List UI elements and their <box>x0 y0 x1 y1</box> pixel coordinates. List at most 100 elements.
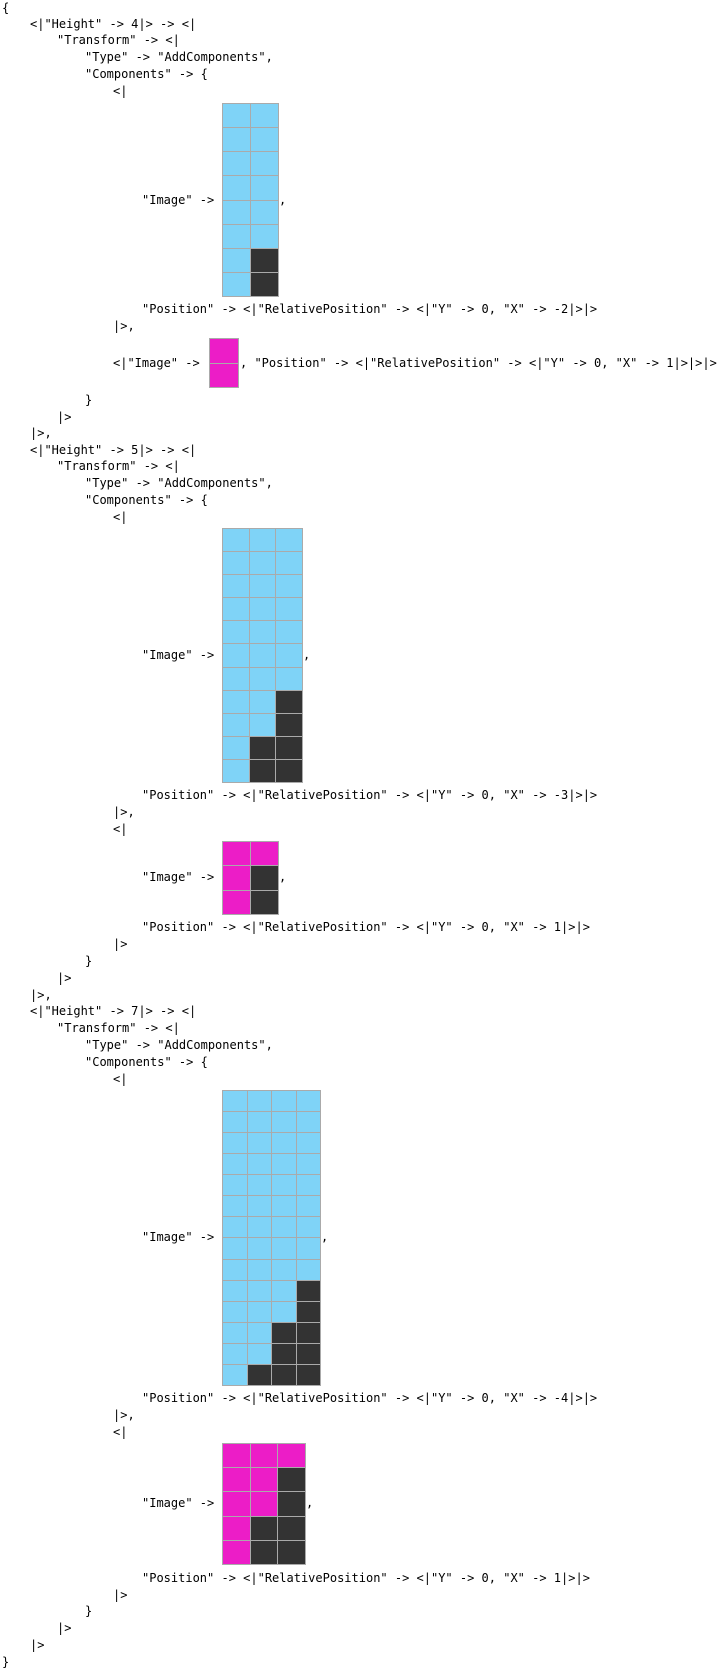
image-cell <box>223 644 249 667</box>
code-line: "Transform" -> <| <box>57 459 180 473</box>
image-cell <box>272 1175 296 1196</box>
code-line: |>, <box>113 1408 135 1422</box>
code-line: "Image" -> <box>142 1496 215 1510</box>
code-line: "Position" -> <|"RelativePosition" -> <|… <box>142 1571 590 1585</box>
image-cell <box>223 1364 247 1385</box>
image-cell <box>223 621 249 644</box>
code-line: "Position" -> <|"RelativePosition" -> <|… <box>142 1391 598 1405</box>
image-cell <box>249 598 276 621</box>
image-cell <box>249 690 276 713</box>
code-line: "Image" -> <box>142 648 215 662</box>
image-cell <box>276 598 302 621</box>
image-cell <box>249 644 276 667</box>
component-image <box>222 1443 306 1565</box>
image-cell <box>250 1444 278 1468</box>
image-cell <box>251 200 278 224</box>
code-line: { <box>2 1 10 15</box>
image-cell <box>251 152 278 176</box>
image-cell <box>296 1217 320 1238</box>
code-line: , <box>279 870 287 884</box>
code-line: "Image" -> <box>142 1230 215 1244</box>
image-cell <box>223 1444 250 1468</box>
image-cell <box>276 690 302 713</box>
image-cell <box>296 1133 320 1154</box>
image-cell <box>249 529 276 552</box>
code-line: |> <box>113 937 128 951</box>
image-cell <box>296 1154 320 1175</box>
image-cell <box>247 1364 271 1385</box>
image-cell <box>278 1516 305 1540</box>
image-cell <box>276 621 302 644</box>
component-image <box>222 103 279 297</box>
image-cell <box>223 598 249 621</box>
image-cell <box>251 176 278 200</box>
image-cell <box>272 1301 296 1322</box>
component-image <box>222 528 303 783</box>
code-line: "Components" -> { <box>85 1055 208 1069</box>
image-cell <box>210 363 238 387</box>
code-line: "Position" -> <|"RelativePosition" -> <|… <box>142 302 598 316</box>
image-cell <box>296 1280 320 1301</box>
image-cell <box>272 1238 296 1259</box>
image-cell <box>251 272 278 296</box>
image-cell <box>223 1322 247 1343</box>
image-cell <box>223 128 250 152</box>
image-cell <box>249 759 276 782</box>
image-cell <box>223 890 250 914</box>
image-cell <box>251 248 278 272</box>
image-cell <box>249 575 276 598</box>
image-cell <box>223 200 250 224</box>
component-image <box>209 338 239 388</box>
image-cell <box>223 667 249 690</box>
image-cell <box>223 104 250 128</box>
image-cell <box>278 1540 305 1564</box>
image-cell <box>223 1238 247 1259</box>
code-line: <|"Height" -> 5|> -> <| <box>30 443 197 457</box>
image-cell <box>223 842 250 866</box>
image-cell <box>247 1112 271 1133</box>
component-image <box>222 1090 321 1386</box>
image-cell <box>272 1154 296 1175</box>
image-cell <box>272 1217 296 1238</box>
code-line: "Components" -> { <box>85 67 208 81</box>
image-cell <box>296 1259 320 1280</box>
image-cell <box>249 713 276 736</box>
image-cell <box>247 1301 271 1322</box>
code-line: "Type" -> "AddComponents", <box>85 1038 273 1052</box>
image-cell <box>247 1259 271 1280</box>
image-cell <box>223 759 249 782</box>
image-cell <box>296 1364 320 1385</box>
image-cell <box>247 1133 271 1154</box>
image-cell <box>272 1091 296 1112</box>
image-cell <box>247 1196 271 1217</box>
image-cell <box>296 1343 320 1364</box>
image-cell <box>247 1280 271 1301</box>
image-cell <box>296 1196 320 1217</box>
image-cell <box>272 1364 296 1385</box>
image-cell <box>247 1217 271 1238</box>
image-cell <box>296 1112 320 1133</box>
image-cell <box>276 713 302 736</box>
code-line: |> <box>30 1638 45 1652</box>
image-cell <box>223 1343 247 1364</box>
image-cell <box>276 759 302 782</box>
code-line: |> <box>57 1621 72 1635</box>
image-cell <box>278 1444 305 1468</box>
code-line: |>, <box>113 805 135 819</box>
code-line: <| <box>113 822 128 836</box>
code-line: |> <box>57 410 72 424</box>
code-line: |>, <box>113 319 135 333</box>
image-cell <box>223 152 250 176</box>
code-line: , <box>306 1496 314 1510</box>
image-cell <box>247 1154 271 1175</box>
code-line: |> <box>113 1588 128 1602</box>
image-cell <box>223 224 250 248</box>
image-cell <box>278 1468 305 1492</box>
code-line: |>, <box>30 426 52 440</box>
image-cell <box>223 1259 247 1280</box>
image-cell <box>223 736 249 759</box>
image-cell <box>223 552 249 575</box>
image-cell <box>223 176 250 200</box>
image-cell <box>223 1154 247 1175</box>
